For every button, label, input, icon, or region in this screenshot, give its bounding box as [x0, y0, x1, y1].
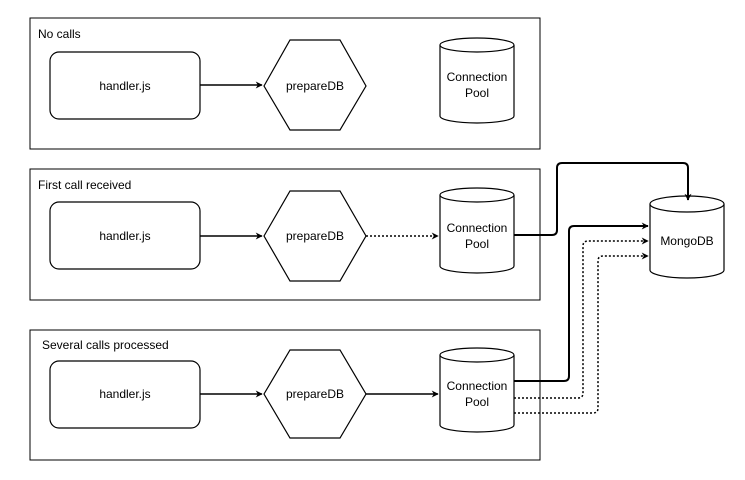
handler-node: handler.js — [49, 360, 201, 429]
connection-pool-node: Connection Pool — [439, 187, 515, 274]
connection-pool-node: Connection Pool — [439, 347, 515, 433]
pool-to-mongodb-dotted-connection — [514, 252, 649, 414]
mongodb-label: MongoDB — [660, 234, 713, 248]
panel-no-calls: No calls handler.js prepareDB Connection… — [29, 17, 541, 150]
pool-to-mongodb-connection — [514, 222, 649, 382]
handler-node: handler.js — [49, 201, 201, 270]
handler-label: handler.js — [99, 79, 150, 93]
handler-node: handler.js — [49, 51, 201, 120]
panel-title: No calls — [38, 27, 81, 41]
preparedb-node: prepareDB — [263, 190, 367, 282]
connection-pool-label-line2: Pool — [465, 395, 489, 409]
connection-pool-label-line1: Connection — [447, 221, 508, 235]
panel-several-calls-processed: Several calls processed handler.js prepa… — [29, 329, 541, 461]
connection-pool-node: Connection Pool — [439, 37, 515, 124]
panel-first-call-received: First call received handler.js prepareDB… — [29, 168, 541, 301]
connection-pool-label-line1: Connection — [447, 379, 508, 393]
connection-pool-label-line2: Pool — [465, 237, 489, 251]
pool-to-mongodb-dotted-connection — [514, 237, 649, 399]
pool-to-mongodb-connection — [514, 162, 692, 236]
preparedb-label: prepareDB — [286, 387, 344, 401]
connection-pool-label-line1: Connection — [447, 70, 508, 84]
connection-pool-label-line2: Pool — [465, 86, 489, 100]
preparedb-node: prepareDB — [263, 349, 367, 439]
mongodb-node: MongoDB — [649, 195, 725, 279]
preparedb-node: prepareDB — [263, 39, 367, 131]
handler-label: handler.js — [99, 387, 150, 401]
panel-title: First call received — [38, 178, 131, 192]
panel-title: Several calls processed — [42, 338, 169, 352]
handler-label: handler.js — [99, 229, 150, 243]
preparedb-label: prepareDB — [286, 79, 344, 93]
preparedb-label: prepareDB — [286, 229, 344, 243]
